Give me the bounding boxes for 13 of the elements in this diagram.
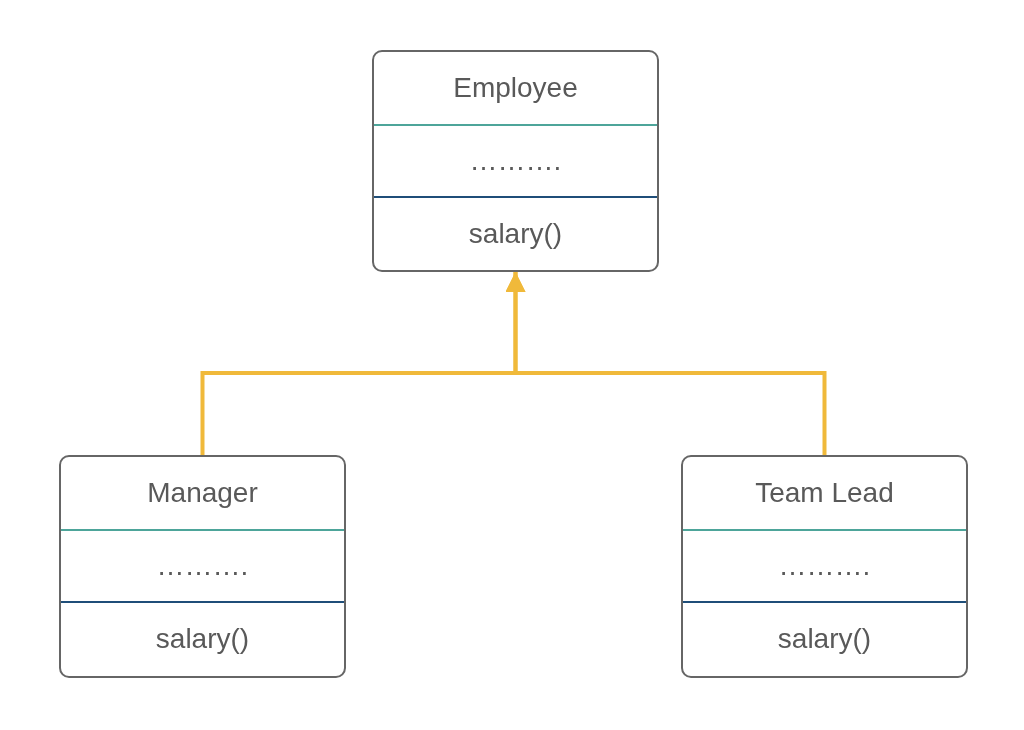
- method-name: salary(): [468, 217, 563, 250]
- class-name: Team Lead: [755, 477, 894, 509]
- class-box: [681, 455, 968, 678]
- class-box: [59, 455, 346, 678]
- method-name: salary(): [777, 622, 872, 655]
- attribute-list: ……….: [156, 550, 249, 582]
- inheritance-arrow: [505, 272, 827, 455]
- attribute-list: ……….: [778, 550, 871, 582]
- class-name: Employee: [453, 72, 578, 104]
- method-name: salary(): [155, 622, 250, 655]
- class-name: Manager: [147, 477, 258, 509]
- class-box: [372, 50, 659, 272]
- attribute-list: ……….: [469, 145, 562, 177]
